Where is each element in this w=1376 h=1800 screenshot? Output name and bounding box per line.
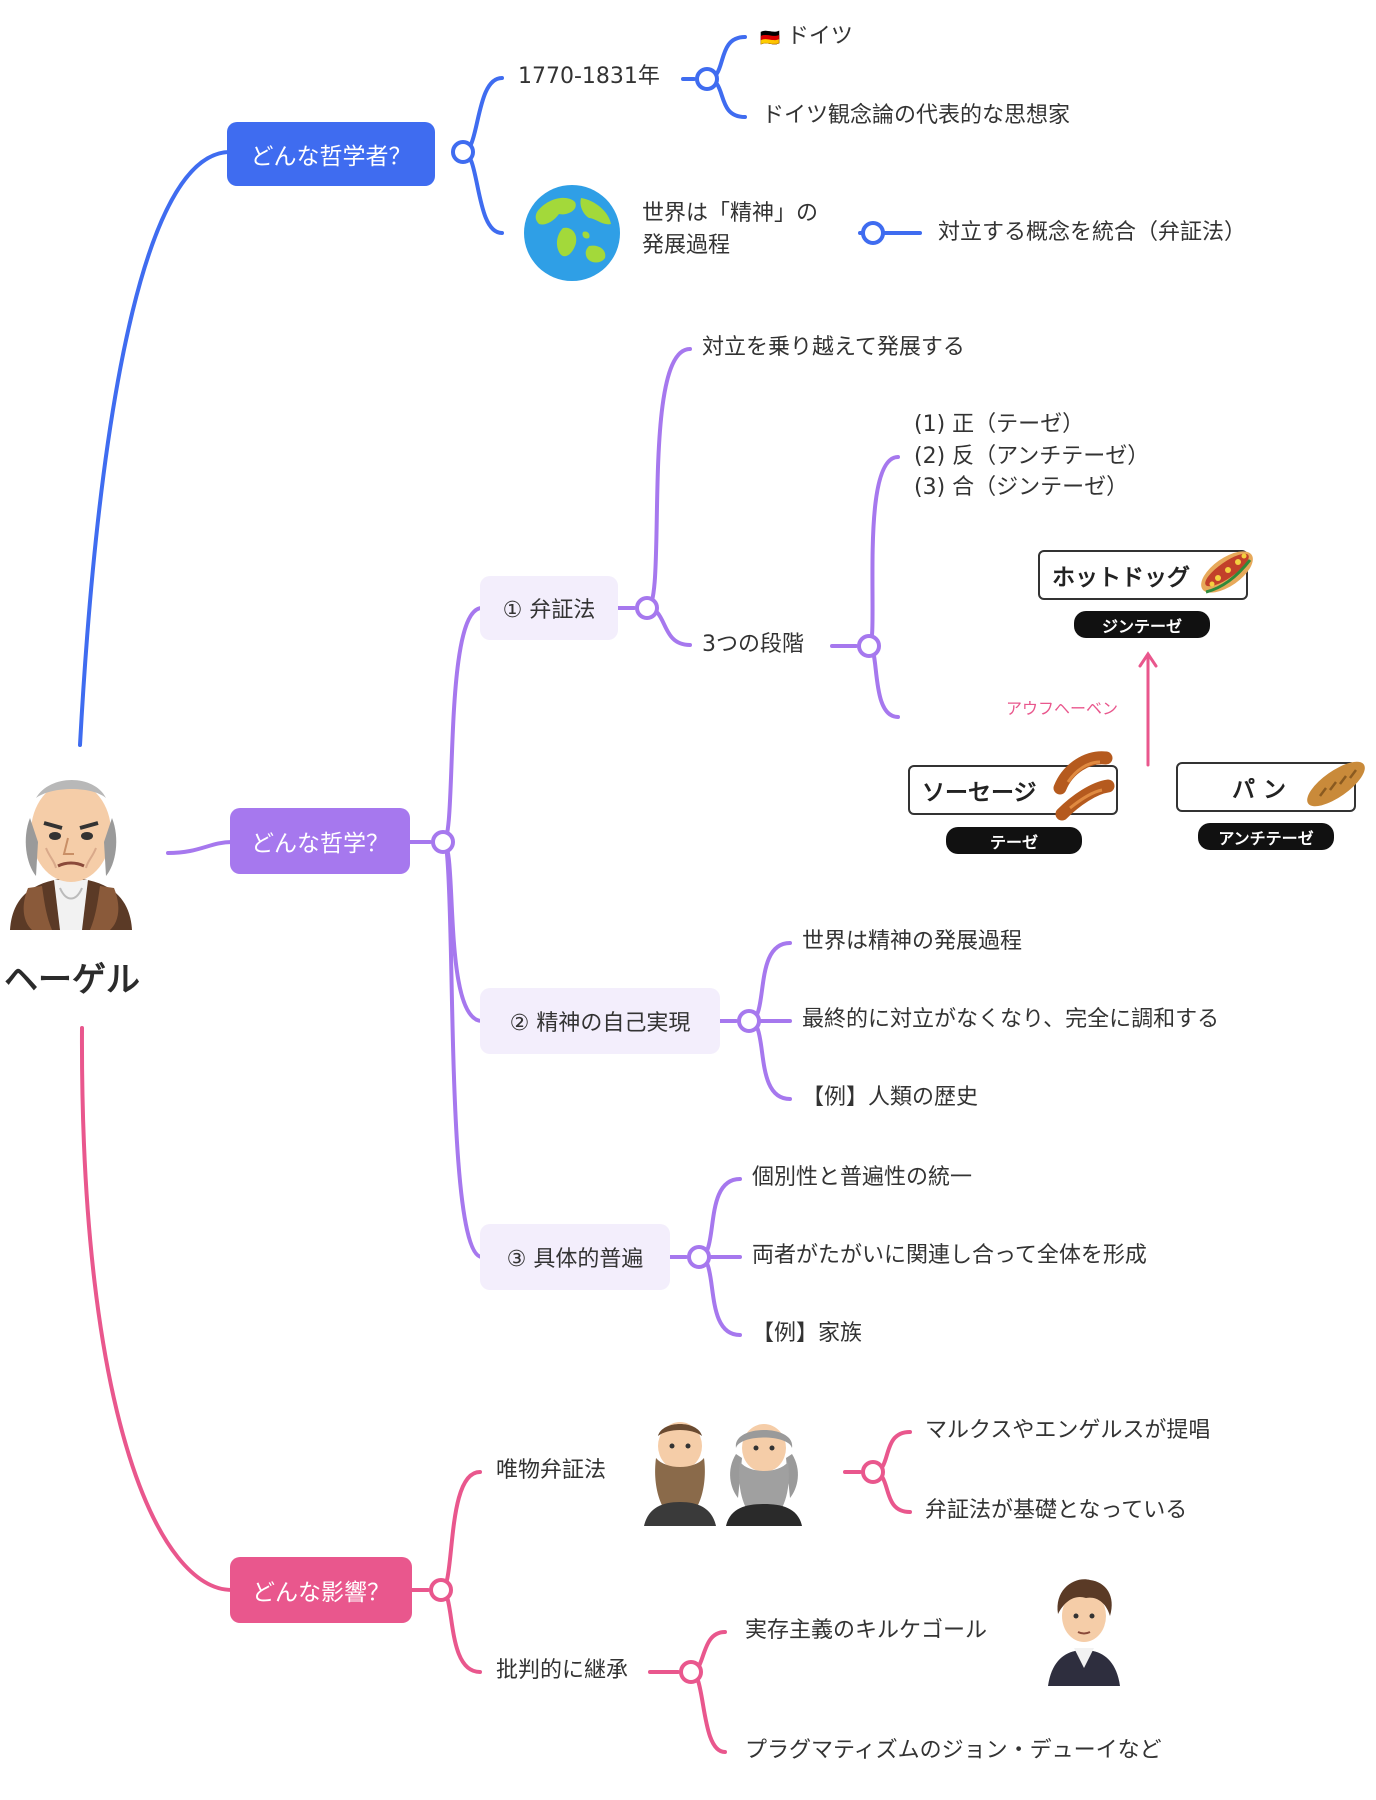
years-label: 1770-1831年 <box>518 64 660 89</box>
universal-item-3: 【例】家族 <box>752 1321 863 1346</box>
critical-item-1: 実存主義のキルケゴール <box>745 1618 988 1643</box>
world-detail-label: 対立する概念を統合（弁証法） <box>938 220 1247 245</box>
antithesis-tag: アンチテーゼ <box>1198 823 1334 850</box>
spirit-self-realization-node[interactable]: ② 精神の自己実現 <box>480 988 720 1054</box>
universal-item-2: 両者がたがいに関連し合って全体を形成 <box>752 1243 1147 1268</box>
world-process-line1: 世界は「精神」の <box>642 201 819 226</box>
critical-item-2: プラグマティズムのジョン・デューイなど <box>745 1738 1162 1763</box>
stage-synthesis-label: (3) 合（ジンテーゼ） <box>914 475 1129 500</box>
spirit-item-3: 【例】人類の歴史 <box>802 1085 979 1110</box>
branch-who-node[interactable]: どんな哲学者？ <box>227 122 435 186</box>
universal-item-1: 個別性と普遍性の統一 <box>752 1165 973 1190</box>
sausage-icon <box>1053 751 1115 821</box>
spirit-item-1: 世界は精神の発展過程 <box>802 929 1023 954</box>
bread-icon <box>1307 761 1365 807</box>
materialism-item-2: 弁証法が基礎となっている <box>925 1498 1188 1523</box>
dialectic-node[interactable]: ① 弁証法 <box>480 576 618 640</box>
marx-engels-portrait-icon <box>644 1422 802 1526</box>
critical-inheritance-label: 批判的に継承 <box>496 1658 629 1683</box>
world-process-line2: 発展過程 <box>642 233 731 258</box>
stage-thesis-label: (1) 正（テーゼ） <box>914 412 1085 437</box>
spirit-item-2: 最終的に対立がなくなり、完全に調和する <box>802 1007 1220 1032</box>
overcome-label: 対立を乗り越えて発展する <box>702 335 965 360</box>
concrete-universal-node[interactable]: ③ 具体的普遍 <box>480 1224 670 1290</box>
kierkegaard-portrait-icon <box>1048 1579 1120 1686</box>
stage-antithesis-label: (2) 反（アンチテーゼ） <box>914 444 1150 469</box>
materialist-dialectic-label: 唯物弁証法 <box>496 1458 607 1483</box>
synthesis-tag: ジンテーゼ <box>1074 611 1210 638</box>
root-title: ヘーゲル <box>4 960 140 1000</box>
germany-flag-icon: 🇩🇪 <box>760 28 780 47</box>
branch-philosophy-node[interactable]: どんな哲学？ <box>230 808 410 874</box>
stages-label: 3つの段階 <box>702 632 804 657</box>
movement-label: ドイツ観念論の代表的な思想家 <box>762 103 1071 128</box>
hotdog-icon <box>1201 551 1253 594</box>
thesis-tag: テーゼ <box>946 827 1082 854</box>
hegel-portrait-icon <box>10 780 132 930</box>
globe-icon <box>524 185 620 281</box>
country-label: 🇩🇪 ドイツ <box>760 24 853 49</box>
branch-influence-node[interactable]: どんな影響？ <box>230 1557 412 1623</box>
aufheben-label: アウフヘーベン <box>1006 699 1119 718</box>
materialism-item-1: マルクスやエンゲルスが提唱 <box>925 1418 1211 1443</box>
